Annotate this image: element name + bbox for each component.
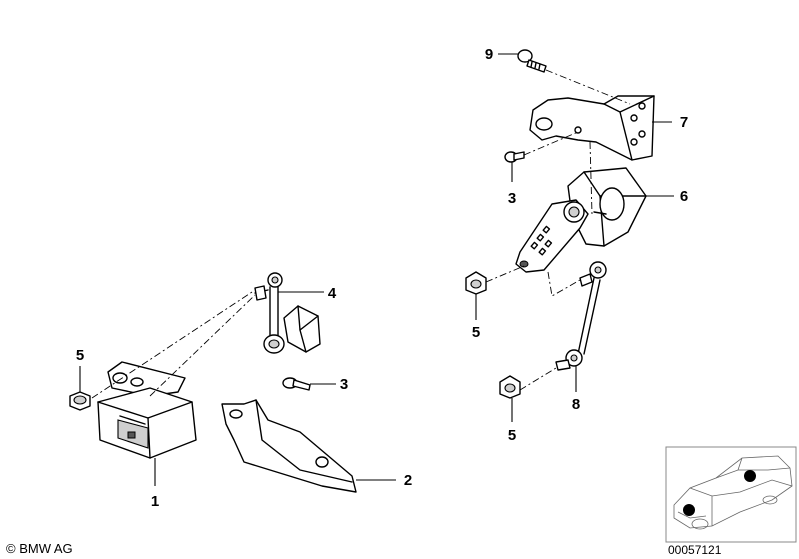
callout-5-right-bottom: 5 <box>508 427 516 444</box>
part-5-nut-right-top[interactable] <box>465 271 487 295</box>
part-5-nut-right-bottom[interactable] <box>499 375 521 399</box>
callout-5-right-top: 5 <box>472 324 480 341</box>
part-1-level-sensor[interactable] <box>97 361 197 459</box>
vehicle-locator-thumbnail <box>665 446 797 543</box>
callout-8: 8 <box>572 396 580 413</box>
part-9-bolt[interactable] <box>517 49 547 73</box>
callout-2: 2 <box>404 472 412 489</box>
callout-4: 4 <box>328 285 337 302</box>
location-marker-rear <box>744 470 756 482</box>
callout-9: 9 <box>485 46 493 63</box>
part-6-level-sensor[interactable] <box>515 167 647 273</box>
part-2-bracket[interactable] <box>221 399 357 493</box>
copyright-text: © BMW AG <box>6 541 73 556</box>
location-marker-front <box>683 504 695 516</box>
part-5-nut-left[interactable] <box>69 391 91 411</box>
car-outline-icon <box>673 455 793 530</box>
part-4-link-rod[interactable] <box>254 272 321 354</box>
part-7-mounting-bracket[interactable] <box>529 95 655 161</box>
callout-3-left: 3 <box>340 376 348 393</box>
part-3-screw-left[interactable] <box>282 377 311 391</box>
diagram-number: 00057121 <box>668 543 722 557</box>
leader-lines <box>79 53 674 486</box>
callout-5-left: 5 <box>76 347 84 364</box>
callout-6: 6 <box>680 188 688 205</box>
part-8-link-rod[interactable] <box>555 261 607 371</box>
callout-7: 7 <box>680 114 688 131</box>
callout-1: 1 <box>151 493 159 510</box>
part-3-screw-right[interactable] <box>504 151 525 163</box>
callout-3-right: 3 <box>508 190 516 207</box>
